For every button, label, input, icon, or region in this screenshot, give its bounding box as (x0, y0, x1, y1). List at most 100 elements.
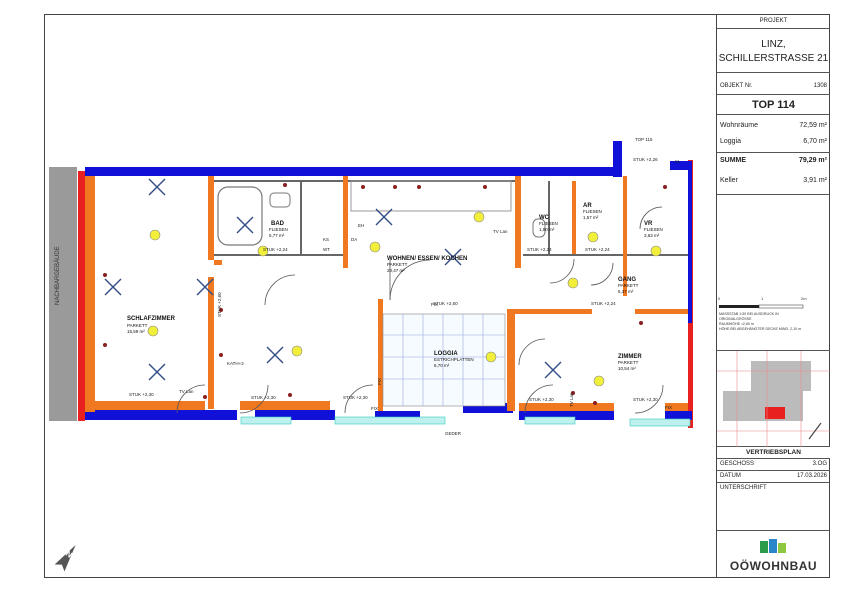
svg-text:15,59 m²: 15,59 m² (127, 329, 145, 334)
scale-bar: 0 1 2m MASSSTAB 1:50 BEI AUSDRUCK IN ORI… (718, 296, 807, 331)
svg-text:1,90 m²: 1,90 m² (539, 227, 555, 232)
door-arcs (176, 206, 664, 414)
socket-symbols (103, 183, 667, 405)
svg-text:ESTRICHPLATTEN: ESTRICHPLATTEN (434, 357, 474, 362)
key-plan (717, 351, 830, 447)
svg-text:PARKETT: PARKETT (618, 283, 639, 288)
vertriebsplan-label: VERTRIEBSPLAN (746, 449, 801, 456)
svg-text:1: 1 (761, 296, 764, 301)
project-street: SCHILLERSTRASSE 21 (718, 53, 829, 64)
svg-text:FLIESEN: FLIESEN (539, 221, 558, 226)
stuk-label: STUK +2,30 (343, 395, 368, 400)
svg-text:1,57 m²: 1,57 m² (583, 215, 599, 220)
stuk-label: STUK +2,24 (591, 301, 616, 306)
interior-partitions (214, 180, 688, 256)
top-number: TOP 114 (751, 99, 796, 111)
stuk-label: STUK +2,30 (251, 395, 276, 400)
geschoss-value: 3.OG (812, 461, 827, 467)
area-label: Keller (720, 177, 738, 184)
svg-text:ORIGINALGRÖSSE: ORIGINALGRÖSSE (719, 317, 752, 321)
small-label: KL (675, 159, 681, 164)
area-label: SUMME (720, 157, 747, 164)
geschoss-row: GESCHOSS 3.OG (717, 459, 830, 471)
svg-text:FLIESEN: FLIESEN (583, 209, 602, 214)
blue-wall-bottom-4 (463, 403, 513, 413)
projekt-label: PROJEKT (759, 18, 788, 24)
small-label: GEDER (445, 431, 462, 436)
key-plan-drawing (717, 351, 830, 447)
area-label: Wohnräume (720, 122, 759, 129)
logo-text: OÖWOHNBAU (729, 559, 818, 573)
svg-text:PARKETT: PARKETT (387, 262, 408, 267)
stuk-label: STUK +2,30 (633, 397, 658, 402)
area-value: 72,59 m² (799, 122, 827, 129)
blue-wall-top-right (613, 141, 622, 177)
area-value: 6,70 m² (803, 138, 827, 145)
svg-text:N: N (64, 549, 74, 560)
unterschrift-row: UNTERSCHRIFT (717, 483, 830, 531)
svg-text:BAD: BAD (271, 221, 285, 227)
svg-text:SCHLAFZIMMER: SCHLAFZIMMER (127, 316, 176, 322)
lamp-symbols (147, 211, 662, 387)
objekt-nr: 1308 (813, 83, 827, 89)
svg-text:WC: WC (539, 215, 550, 221)
objekt-label: OBJEKT Nr. (720, 83, 753, 89)
logo: OÖWOHNBAU (717, 531, 830, 577)
unterschrift-label: UNTERSCHRIFT (720, 485, 767, 491)
stuk-label: STUK +2,24 (585, 247, 610, 252)
area-label: Loggia (720, 138, 742, 145)
area-row: Wohnräume 72,59 m² (717, 115, 830, 133)
datum-label: DATUM (720, 473, 741, 479)
stuk-label: STUK +2,24 (263, 247, 288, 252)
blue-wall-bottom-3 (375, 411, 420, 420)
stuk-label: STUK +2,30 (129, 392, 154, 397)
area-row: SUMME 79,29 m² (717, 153, 830, 171)
small-label: DA (351, 237, 357, 242)
svg-text:GANG: GANG (618, 277, 636, 283)
light-symbols (104, 178, 562, 381)
small-label: WT (323, 247, 330, 252)
objekt-row: OBJEKT Nr. 1308 (717, 73, 830, 95)
small-label: FIX (377, 378, 382, 385)
project-address: LINZ, SCHILLERSTRASSE 21 (717, 29, 830, 73)
kitchen-counter (350, 180, 512, 212)
bathtub (217, 186, 263, 246)
north-arrow-icon: N (54, 544, 76, 572)
small-label: TV Lan (179, 389, 194, 394)
area-row: Loggia 6,70 m² (717, 133, 830, 153)
railings (240, 416, 691, 427)
area-value: 79,29 m² (798, 157, 827, 164)
vertriebsplan-row: VERTRIEBSPLAN (717, 447, 830, 459)
small-label: FIX (371, 406, 378, 411)
washbasin (269, 192, 291, 208)
svg-text:PARKETT: PARKETT (127, 323, 148, 328)
datum-row: DATUM 17.03.2026 (717, 471, 830, 483)
project-header: PROJEKT (717, 15, 830, 29)
area-value: 3,91 m² (803, 177, 827, 184)
small-label: EH (358, 223, 364, 228)
stuk-label: STUK +2,60 (433, 301, 458, 306)
stuk-label: STUK +2,30 (529, 397, 554, 402)
small-label: TV Lan (493, 229, 508, 234)
svg-text:ZIMMER: ZIMMER (618, 354, 642, 360)
logo-mark-icon (760, 539, 786, 553)
top-row: TOP 114 (717, 95, 830, 115)
svg-text:2m: 2m (801, 296, 807, 301)
project-city: LINZ, (761, 39, 786, 50)
svg-text:AR: AR (583, 203, 592, 209)
wc-bowl (532, 218, 546, 238)
small-label: TOP 115 (635, 137, 653, 142)
stuk-label: STUK +2,26 (633, 157, 658, 162)
svg-text:VR: VR (644, 221, 653, 227)
svg-text:LOGGIA: LOGGIA (434, 351, 458, 357)
loggia-tiles (382, 313, 506, 407)
svg-text:10,54 m²: 10,54 m² (618, 366, 636, 371)
svg-text:5,77 m²: 5,77 m² (269, 233, 285, 238)
